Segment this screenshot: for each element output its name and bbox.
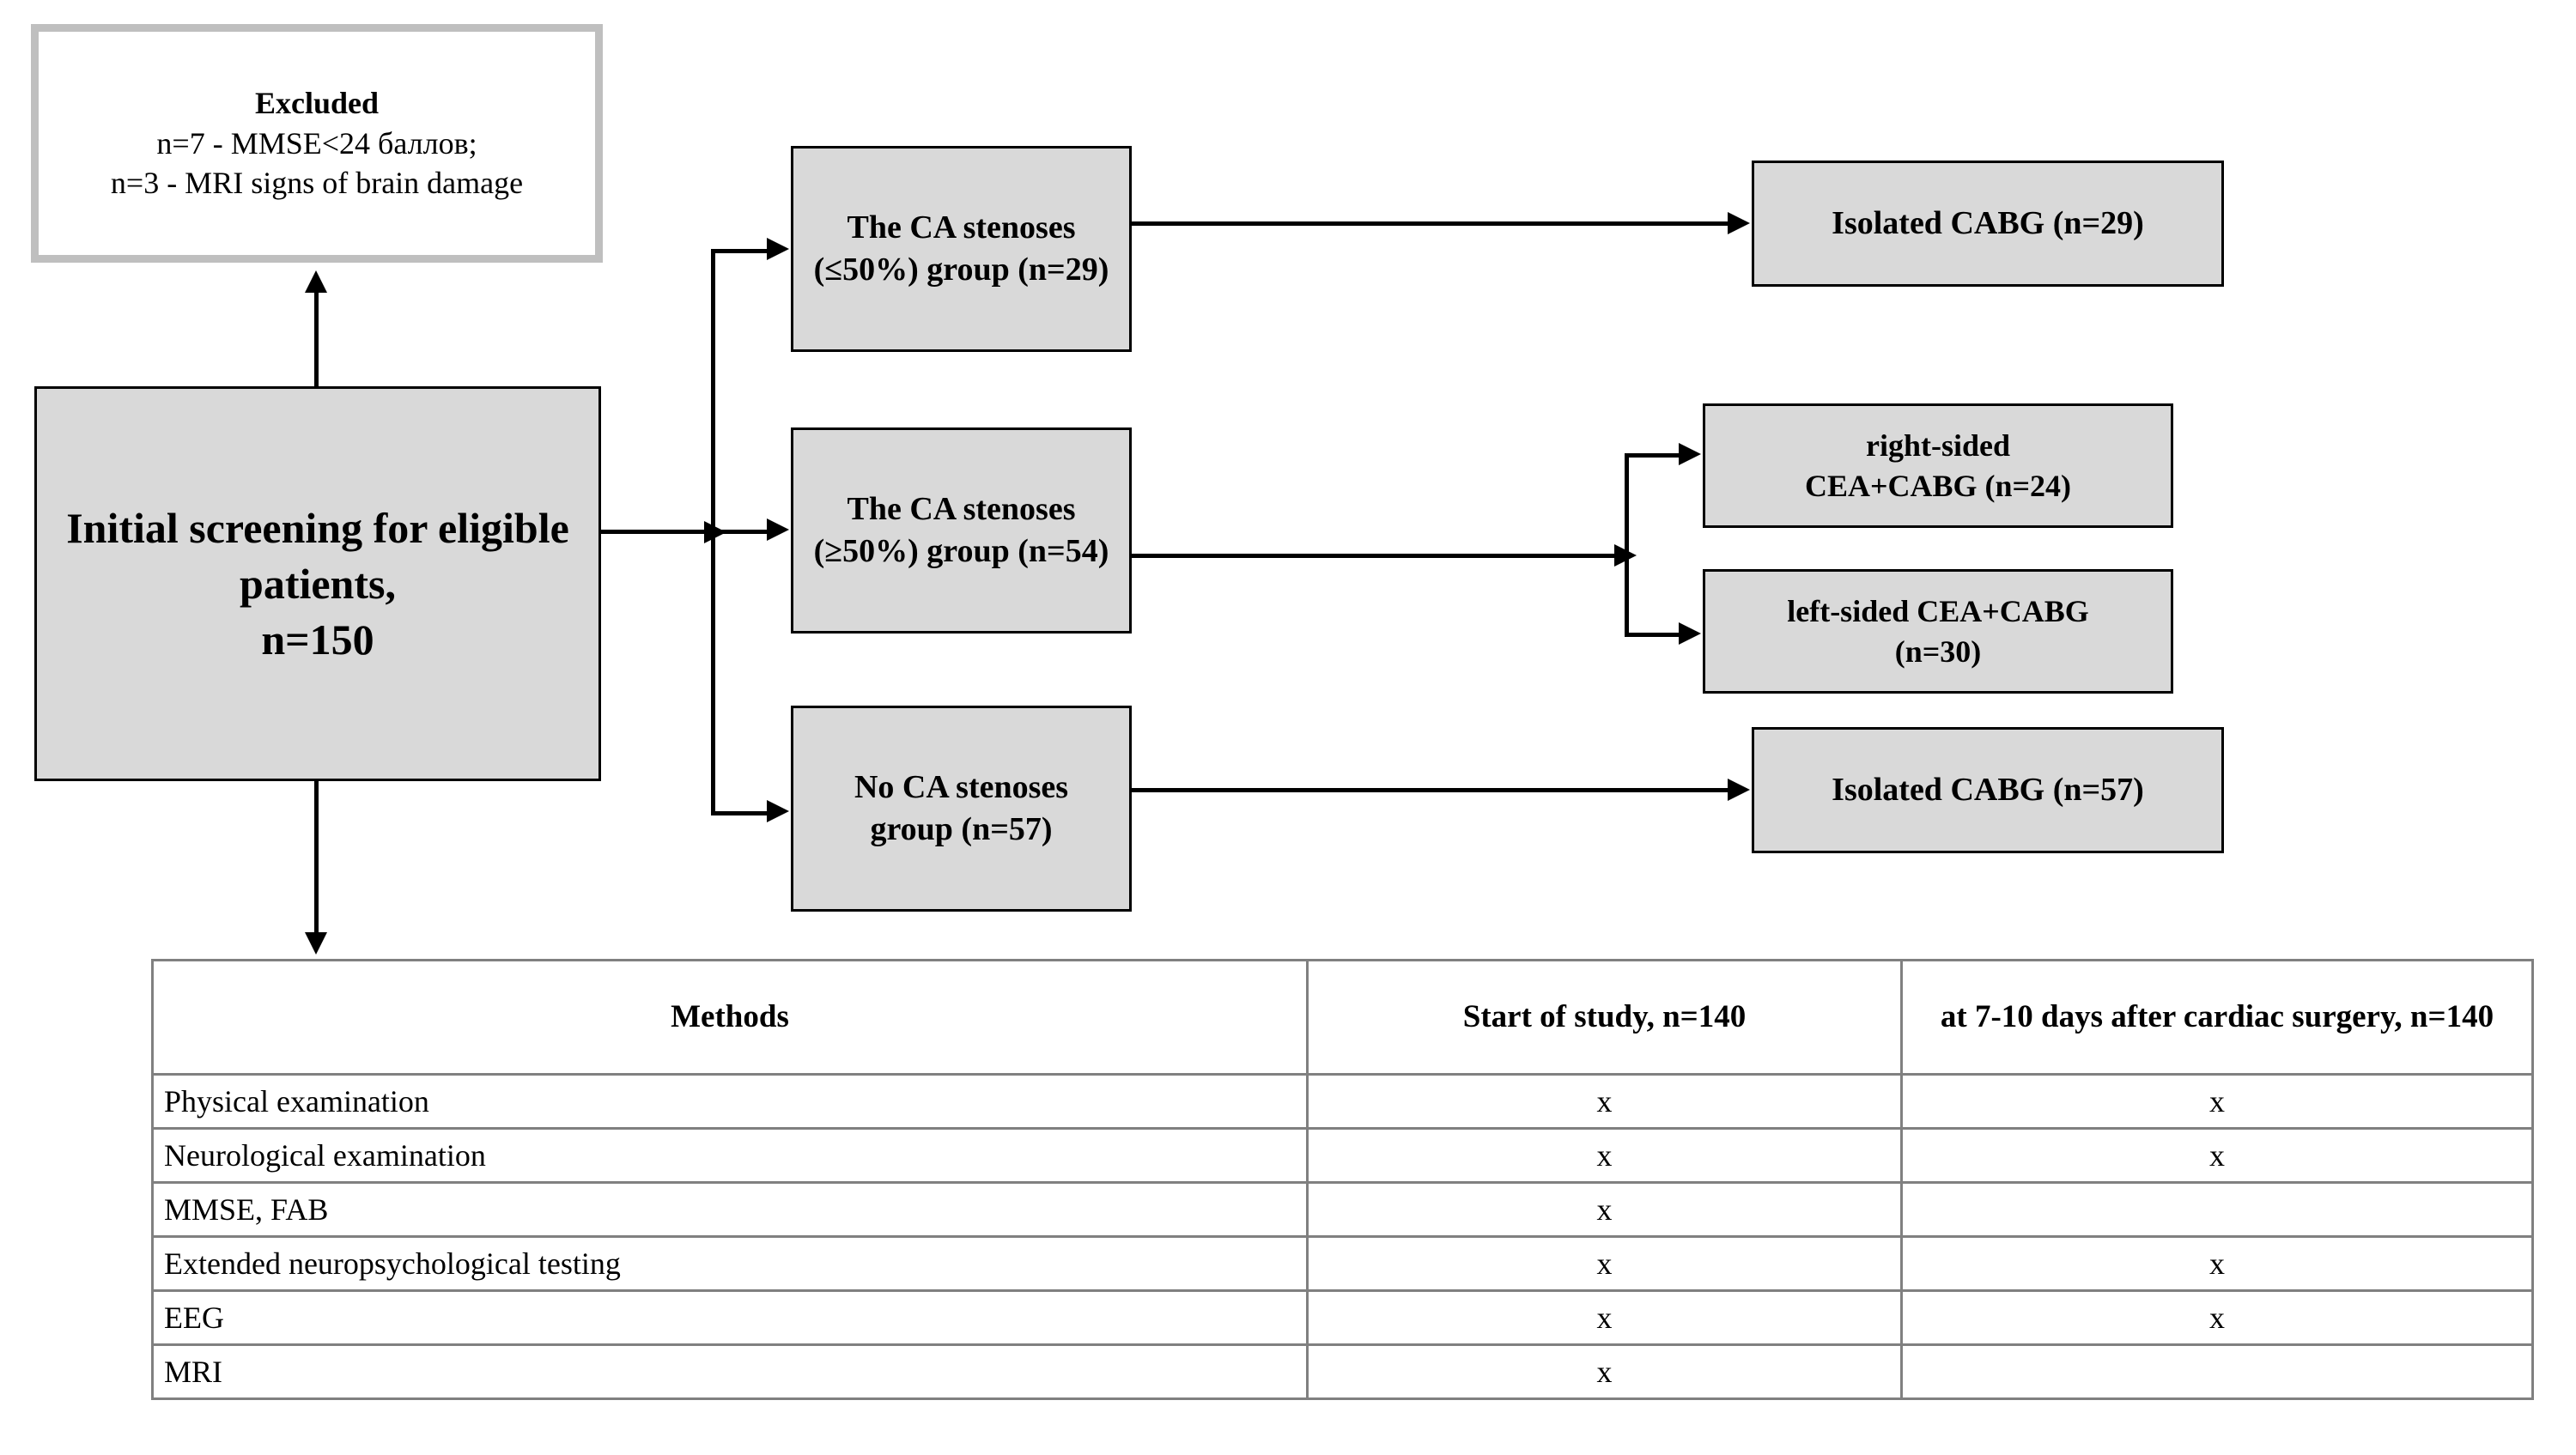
connector-branch-group3: [711, 811, 769, 815]
connector-group2-to-split: [1132, 554, 1618, 558]
column-header-methods: Methods: [151, 959, 1309, 1076]
connector-split-vertical: [1625, 453, 1629, 637]
arrowhead-up-excluded: [305, 270, 327, 293]
group-label-0: The CA stenoses (≤50%) group (n=29): [813, 209, 1109, 288]
method-name: Physical examination: [151, 1073, 1309, 1130]
outcome-box-isolated-cabg-57: Isolated CABG (n=57): [1752, 727, 2224, 853]
method-after-mark: [1900, 1181, 2534, 1238]
group-box-no-ca-stenoses: No CA stenoses group (n=57): [791, 706, 1132, 912]
method-after-mark: [1900, 1343, 2534, 1400]
arrowhead-right-outcome2: [1679, 443, 1701, 465]
table-row: Extended neuropsychological testing x x: [151, 1235, 2534, 1292]
connector-screening-to-excluded: [314, 292, 319, 388]
method-name: MMSE, FAB: [151, 1181, 1309, 1238]
excluded-text: Excluded n=7 - MMSE<24 баллов; n=3 - MRI…: [102, 83, 532, 203]
table-row: MRI x: [151, 1343, 2534, 1400]
outcome-box-right-sided-cea-cabg: right-sided CEA+CABG (n=24): [1703, 403, 2173, 528]
outcome-box-isolated-cabg-29: Isolated CABG (n=29): [1752, 161, 2224, 287]
connector-group3-to-outcome4: [1132, 788, 1730, 792]
arrowhead-right-outcome3: [1679, 622, 1701, 645]
connector-split-to-outcome2: [1625, 453, 1683, 458]
connector-branch-group2: [711, 530, 769, 534]
method-start-mark: x: [1306, 1073, 1903, 1130]
initial-screening-box: Initial screening for eligible patients,…: [34, 386, 601, 781]
method-name: Extended neuropsychological testing: [151, 1235, 1309, 1292]
table-row: Physical examination x x: [151, 1073, 2534, 1130]
group-box-ca-stenoses-lte50: The CA stenoses (≤50%) group (n=29): [791, 146, 1132, 352]
method-start-mark: x: [1306, 1127, 1903, 1184]
excluded-lines: n=7 - MMSE<24 баллов; n=3 - MRI signs of…: [110, 125, 524, 201]
outcome-label-0: Isolated CABG (n=29): [1832, 204, 2144, 241]
method-after-mark: x: [1900, 1073, 2534, 1130]
connector-split-to-outcome3: [1625, 633, 1683, 637]
group-label-1: The CA stenoses (≥50%) group (n=54): [813, 490, 1109, 569]
outcome-label-3: Isolated CABG (n=57): [1832, 771, 2144, 808]
connector-screening-to-trunk: [601, 530, 706, 534]
initial-screening-label: Initial screening for eligible patients,…: [66, 503, 569, 664]
arrowhead-right-group1: [767, 238, 789, 260]
method-after-mark: x: [1900, 1235, 2534, 1292]
table-row: MMSE, FAB x: [151, 1181, 2534, 1238]
arrowhead-right-outcome4: [1728, 779, 1750, 801]
arrowhead-right-group2: [767, 518, 789, 541]
arrowhead-right-outcome1: [1728, 212, 1750, 234]
method-start-mark: x: [1306, 1343, 1903, 1400]
outcome-label-2: left-sided CEA+CABG (n=30): [1787, 593, 2089, 669]
excluded-box: Excluded n=7 - MMSE<24 баллов; n=3 - MRI…: [31, 24, 603, 263]
arrowhead-down-table: [305, 932, 327, 955]
outcome-label-1: right-sided CEA+CABG (n=24): [1804, 427, 2072, 503]
column-header-start-of-study: Start of study, n=140: [1306, 959, 1903, 1076]
table-row: EEG x x: [151, 1289, 2534, 1346]
method-start-mark: x: [1306, 1181, 1903, 1238]
table-header-row: Methods Start of study, n=140 at 7-10 da…: [151, 959, 2534, 1076]
table-row: Neurological examination x x: [151, 1127, 2534, 1184]
excluded-heading: Excluded: [254, 85, 380, 120]
connector-group1-to-outcome1: [1132, 221, 1730, 226]
outcome-box-left-sided-cea-cabg: left-sided CEA+CABG (n=30): [1703, 569, 2173, 694]
arrowhead-right-group3: [767, 800, 789, 822]
method-after-mark: x: [1900, 1127, 2534, 1184]
method-start-mark: x: [1306, 1289, 1903, 1346]
connector-screening-to-table: [314, 779, 319, 934]
method-start-mark: x: [1306, 1235, 1903, 1292]
method-name: EEG: [151, 1289, 1309, 1346]
method-name: MRI: [151, 1343, 1309, 1400]
method-after-mark: x: [1900, 1289, 2534, 1346]
column-header-after-surgery: at 7-10 days after cardiac surgery, n=14…: [1900, 959, 2534, 1076]
group-box-ca-stenoses-gte50: The CA stenoses (≥50%) group (n=54): [791, 427, 1132, 634]
group-label-2: No CA stenoses group (n=57): [854, 768, 1069, 847]
methods-table: Methods Start of study, n=140 at 7-10 da…: [151, 959, 2534, 1400]
method-name: Neurological examination: [151, 1127, 1309, 1184]
connector-branch-group1: [711, 249, 769, 253]
